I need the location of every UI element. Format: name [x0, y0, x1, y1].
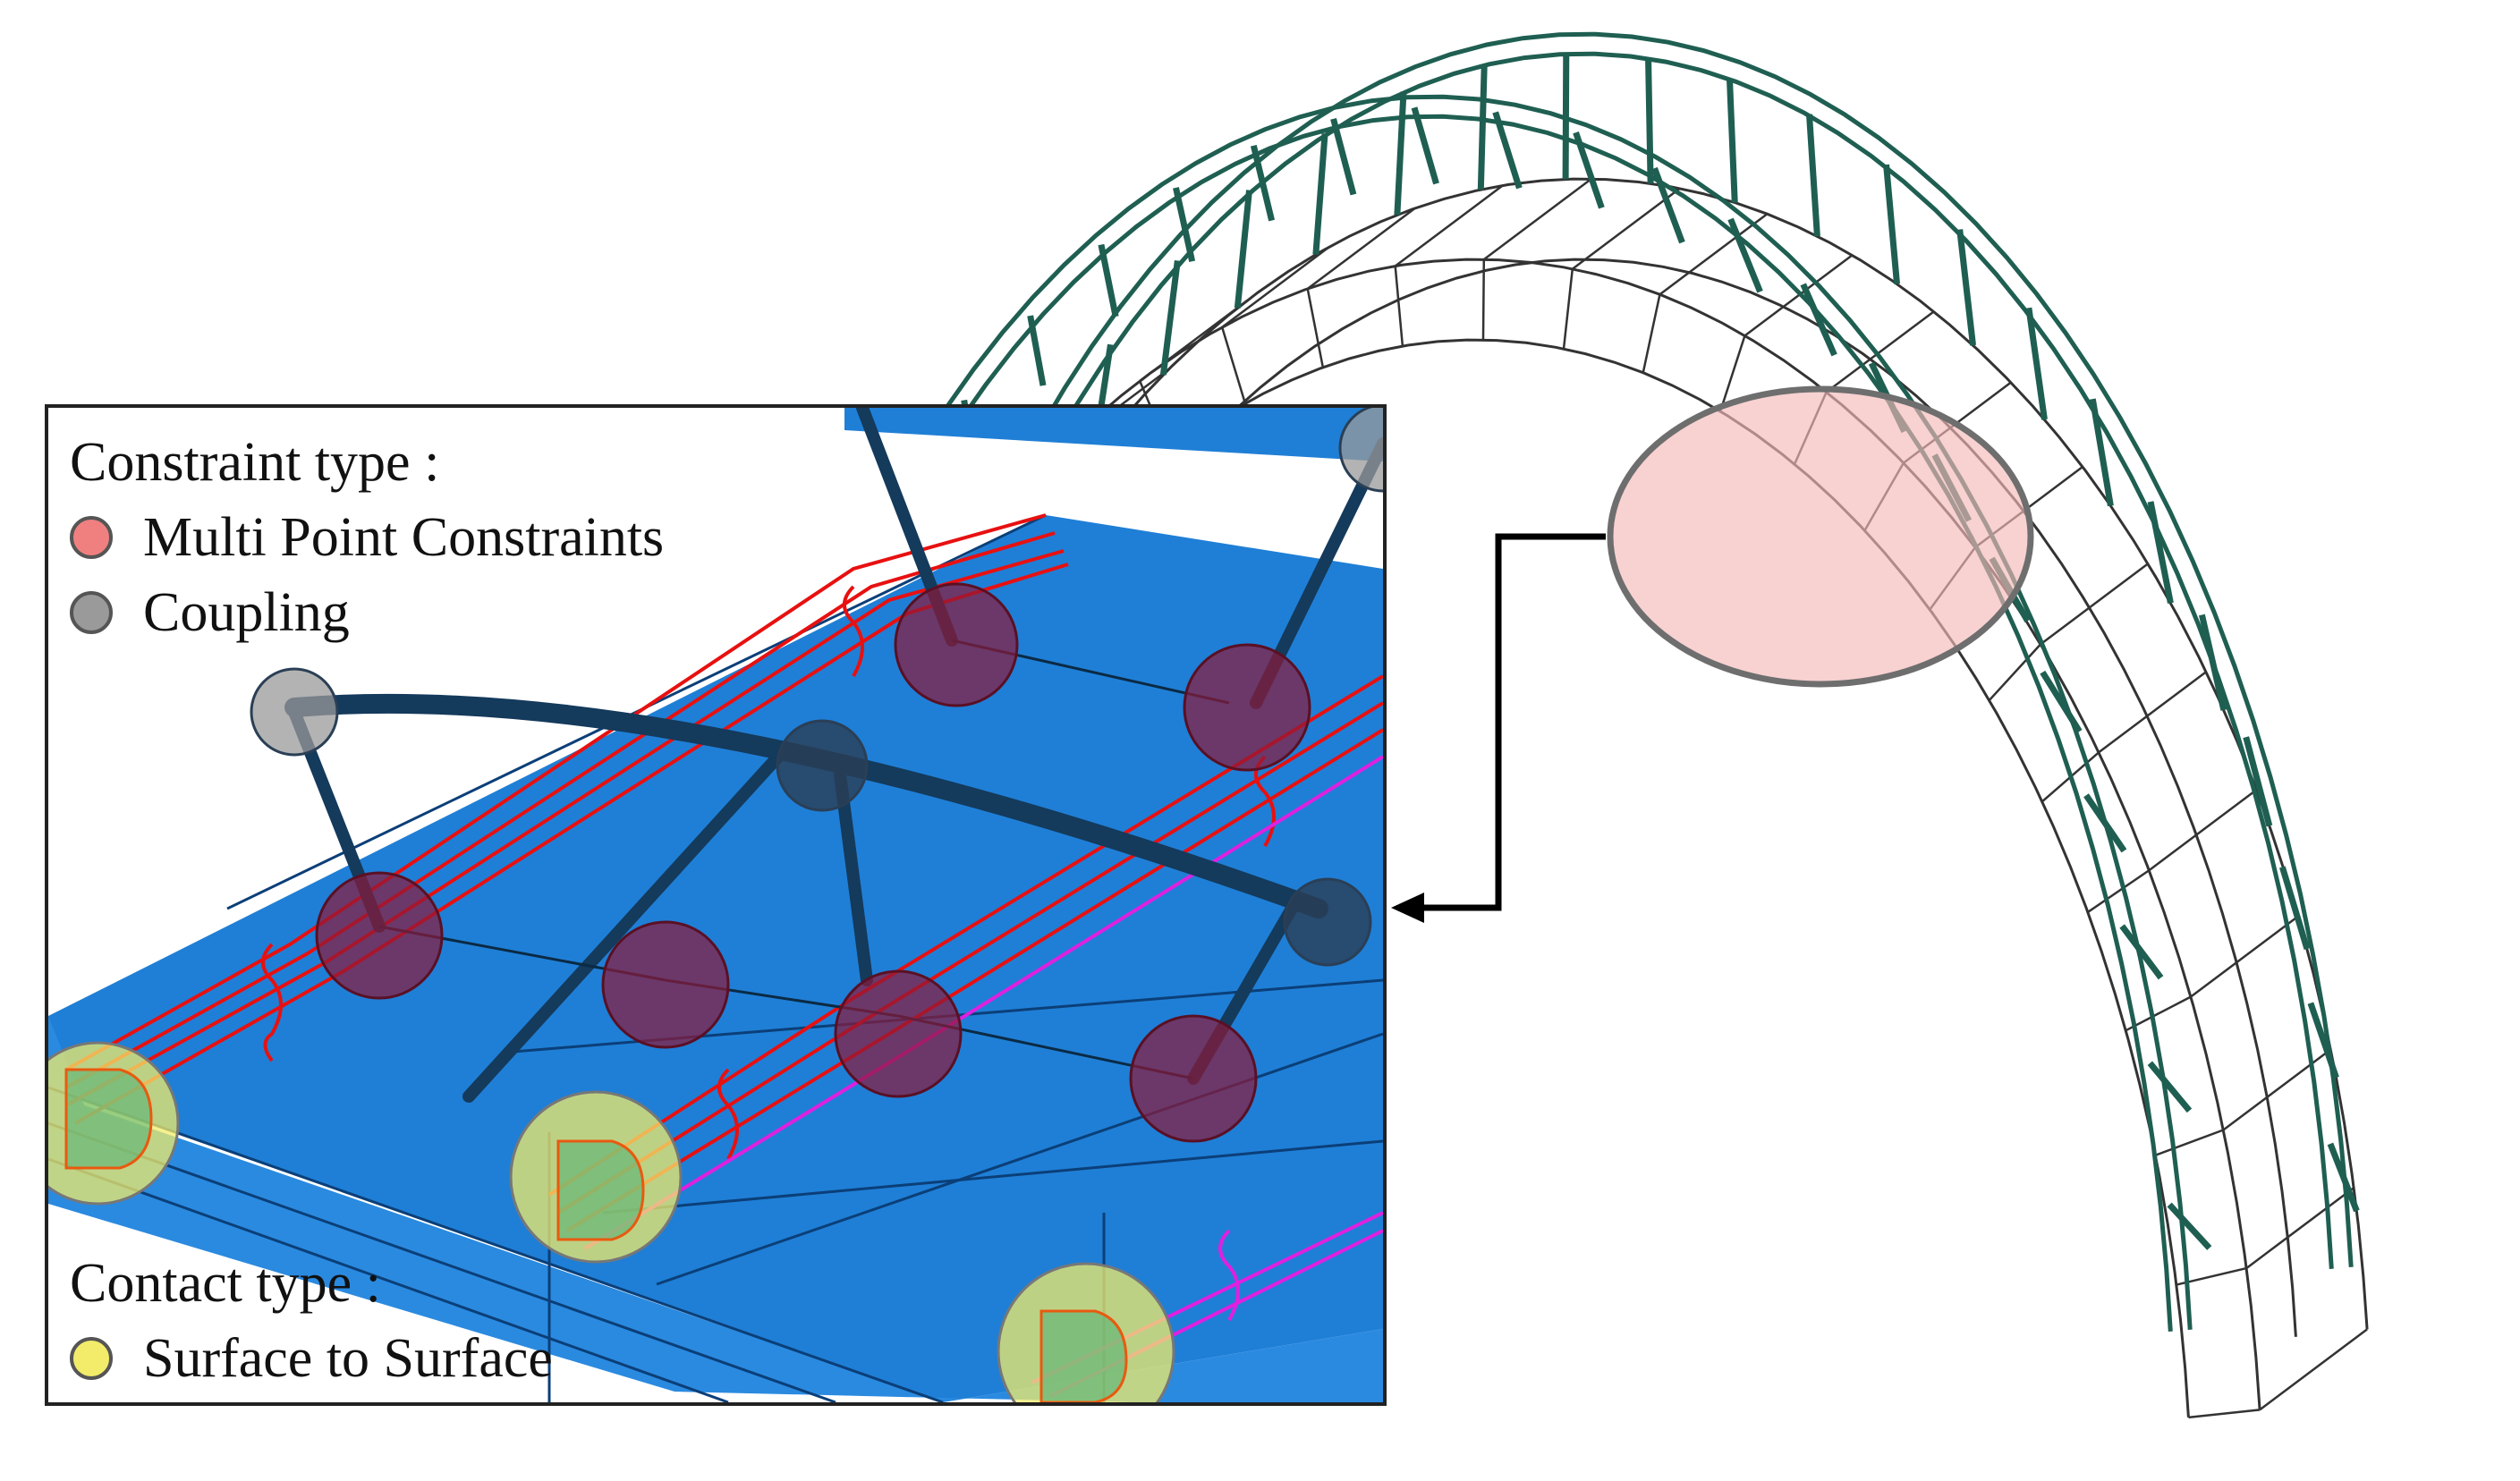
rib-connector: [1234, 190, 1253, 309]
lining-joint: [2040, 563, 2149, 646]
mpc-legend-label: Multi Point Constraints: [143, 507, 665, 568]
rib-connector: [1330, 117, 1357, 196]
rib-connector: [1573, 131, 1605, 209]
lining-joint: [2245, 1187, 2355, 1270]
lining-joint: [2190, 915, 2299, 998]
rib-connector: [1800, 283, 1837, 357]
rib-connector: [1805, 114, 1820, 237]
lining-joint: [2188, 1409, 2261, 1419]
rib-connector: [2040, 670, 2083, 733]
lining-joint: [1220, 326, 1247, 404]
rib-connector: [2307, 1002, 2339, 1079]
left-rib-constraint-lines: [65, 513, 1069, 1125]
detail-callout-arrow: [1418, 533, 1606, 911]
lining-joint: [1718, 334, 1746, 412]
rib-connector: [1250, 145, 1276, 222]
rib-connector: [1883, 164, 1900, 284]
rib-connector: [1027, 315, 1047, 386]
rib-connector: [2279, 866, 2311, 950]
rib-connector: [1411, 106, 1439, 185]
rib-connector: [1956, 229, 1977, 346]
surface-contact-legend-label: Surface to Surface: [143, 1328, 553, 1389]
rib-connector: [2147, 1061, 2193, 1113]
lining-joint: [1306, 207, 1416, 290]
lining-joint: [1988, 643, 2041, 701]
lining-joint: [1139, 300, 1248, 383]
lining-joint: [2098, 671, 2207, 754]
upper-panel: [844, 408, 1383, 461]
rib-connector: [1651, 166, 1685, 244]
constraint-type-heading: Constraint type :: [70, 432, 440, 493]
callout-arrowhead: [1391, 893, 1424, 923]
lining-joint: [1659, 213, 1769, 296]
mpc-markers: [315, 582, 1311, 1143]
rib-connector: [2199, 614, 2227, 711]
rib-profiles: [64, 1068, 1128, 1402]
rib-connector: [2025, 307, 2048, 420]
lining-joint: [1221, 245, 1330, 328]
lining-joint: [1306, 288, 1325, 368]
lining-joint: [1825, 310, 1935, 394]
rib-connector: [1645, 58, 1654, 184]
contact-type-legend: Contact type : Surface to Surface: [70, 1256, 553, 1386]
lining-joint: [2154, 1129, 2224, 1156]
rib-connector: [2327, 1142, 2360, 1213]
detail-inset-model: [48, 408, 1383, 1402]
coupling-legend-label: Coupling: [143, 582, 350, 643]
rib-connector: [2089, 398, 2114, 507]
lining-joint: [2087, 869, 2150, 913]
legend-item-surface-to-surface: Surface to Surface: [70, 1331, 553, 1386]
lining-joint: [1642, 293, 1661, 374]
rib-connector: [1098, 243, 1119, 317]
legend-item-coupling: Coupling: [70, 585, 664, 640]
legend-item-mpc: Multi Point Constraints: [70, 510, 664, 565]
rib-connector: [2119, 924, 2164, 980]
rib-connector: [1477, 64, 1488, 190]
lining-joint: [1572, 187, 1681, 270]
lining-joint: [1483, 178, 1592, 261]
rib-connector: [1394, 91, 1407, 216]
contact-type-heading: Contact type :: [70, 1253, 381, 1314]
lining-joint: [1562, 268, 1574, 350]
rib-connector: [1562, 54, 1570, 180]
rib-connector: [1159, 260, 1181, 376]
rib-connector: [2083, 793, 2127, 853]
detail-inset: Constraint type : Multi Point Constraint…: [45, 404, 1387, 1406]
rib-connector: [2147, 501, 2174, 604]
lining-joint: [1394, 266, 1404, 347]
lining-joint: [1394, 184, 1504, 267]
rib-connector: [2243, 736, 2273, 827]
panel-side-face: [48, 1016, 1383, 1402]
constraint-type-legend: Constraint type : Multi Point Constraint…: [70, 435, 664, 640]
surface-contact-legend-swatch: [70, 1337, 113, 1380]
coupling-legend-swatch: [70, 591, 113, 634]
lining-joint: [2259, 1328, 2368, 1411]
rib-connector: [1173, 187, 1196, 262]
rib-connector: [1726, 78, 1738, 203]
rib-connector: [1727, 217, 1763, 293]
coupling-markers: [250, 408, 1383, 967]
rib-connector: [1492, 111, 1523, 190]
rib-connector: [2167, 1202, 2212, 1250]
lining-joint: [1481, 259, 1486, 341]
lining-joint: [2148, 789, 2258, 872]
detail-highlight-ellipse: [1607, 385, 2034, 688]
lining-joint: [2125, 995, 2192, 1032]
lining-joint: [1744, 254, 1854, 337]
rib-connector: [1312, 133, 1328, 255]
mpc-legend-swatch: [70, 516, 113, 559]
